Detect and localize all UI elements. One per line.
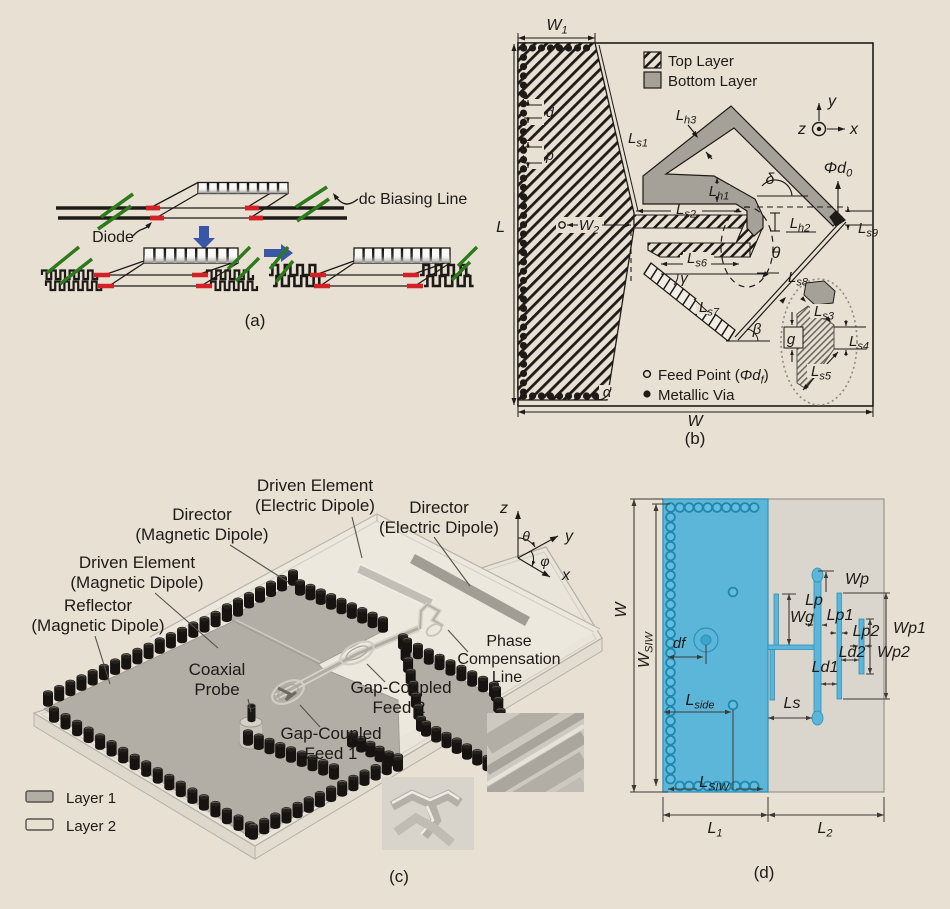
svg-text:Lp1: Lp1 <box>827 607 854 624</box>
svg-text:Lp2: Lp2 <box>853 623 880 640</box>
svg-text:Diode: Diode <box>92 229 134 246</box>
svg-text:(d): (d) <box>754 863 775 882</box>
svg-text:d: d <box>546 104 555 120</box>
svg-text:L: L <box>496 219 505 236</box>
svg-text:dc Biasing Line: dc Biasing Line <box>359 191 468 208</box>
svg-text:Bottom Layer: Bottom Layer <box>668 73 757 90</box>
svg-text:Line: Line <box>492 669 522 686</box>
svg-text:θ: θ <box>772 245 781 262</box>
svg-text:Feed 1: Feed 1 <box>305 744 358 763</box>
svg-text:Phase: Phase <box>486 633 531 650</box>
svg-text:Coaxial: Coaxial <box>189 660 246 679</box>
svg-text:W: W <box>687 413 704 430</box>
svg-text:Lp: Lp <box>805 592 823 609</box>
svg-text:Feed 2: Feed 2 <box>373 698 426 717</box>
svg-text:x: x <box>849 121 859 138</box>
svg-text:α: α <box>603 384 612 401</box>
svg-text:(c): (c) <box>389 867 409 886</box>
svg-text:Top Layer: Top Layer <box>668 53 734 70</box>
svg-text:Wg: Wg <box>790 609 814 626</box>
svg-text:Ld1: Ld1 <box>812 659 839 676</box>
svg-text:(Magnetic Dipole): (Magnetic Dipole) <box>135 525 268 544</box>
svg-text:β: β <box>752 321 762 338</box>
svg-text:(Electric Dipole): (Electric Dipole) <box>255 496 375 515</box>
svg-text:Gap-Coupled: Gap-Coupled <box>280 724 381 743</box>
svg-text:Ls: Ls <box>784 695 801 712</box>
svg-text:(b): (b) <box>685 429 706 448</box>
svg-text:Probe: Probe <box>194 680 239 699</box>
svg-text:Wp: Wp <box>845 571 869 588</box>
svg-text:Layer 1: Layer 1 <box>66 790 116 807</box>
svg-text:Director: Director <box>172 505 232 524</box>
svg-text:γ: γ <box>680 270 689 287</box>
svg-text:Gap-Coupled: Gap-Coupled <box>350 678 451 697</box>
svg-text:x: x <box>561 567 571 584</box>
svg-text:Φd0: Φd0 <box>824 160 853 180</box>
svg-text:y: y <box>564 528 574 545</box>
svg-text:Driven Element: Driven Element <box>79 553 195 572</box>
svg-text:Director: Director <box>409 498 469 517</box>
svg-text:W: W <box>613 601 630 618</box>
svg-text:φ: φ <box>540 553 549 569</box>
svg-text:Wp2: Wp2 <box>877 644 910 661</box>
svg-text:(Electric Dipole): (Electric Dipole) <box>379 518 499 537</box>
svg-text:Feed Point (Φdf): Feed Point (Φdf) <box>658 367 769 387</box>
svg-text:z: z <box>797 121 806 138</box>
svg-text:Reflector: Reflector <box>64 596 132 615</box>
svg-text:θ: θ <box>522 528 530 544</box>
svg-text:Driven Element: Driven Element <box>257 476 373 495</box>
svg-text:δ: δ <box>766 171 776 188</box>
svg-text:Metallic Via: Metallic Via <box>658 387 735 404</box>
svg-text:y: y <box>827 93 837 110</box>
svg-text:(a): (a) <box>245 311 266 330</box>
svg-text:Wp1: Wp1 <box>893 620 926 637</box>
svg-text:Layer 2: Layer 2 <box>66 818 116 835</box>
svg-text:z: z <box>499 500 508 517</box>
svg-text:df: df <box>673 635 687 652</box>
svg-text:Compensation: Compensation <box>457 651 560 668</box>
svg-text:(Magnetic Dipole): (Magnetic Dipole) <box>70 573 203 592</box>
svg-text:Ld2: Ld2 <box>839 644 866 661</box>
svg-text:g: g <box>787 331 796 348</box>
svg-text:(Magnetic Dipole): (Magnetic Dipole) <box>31 616 164 635</box>
svg-text:p: p <box>545 147 554 163</box>
